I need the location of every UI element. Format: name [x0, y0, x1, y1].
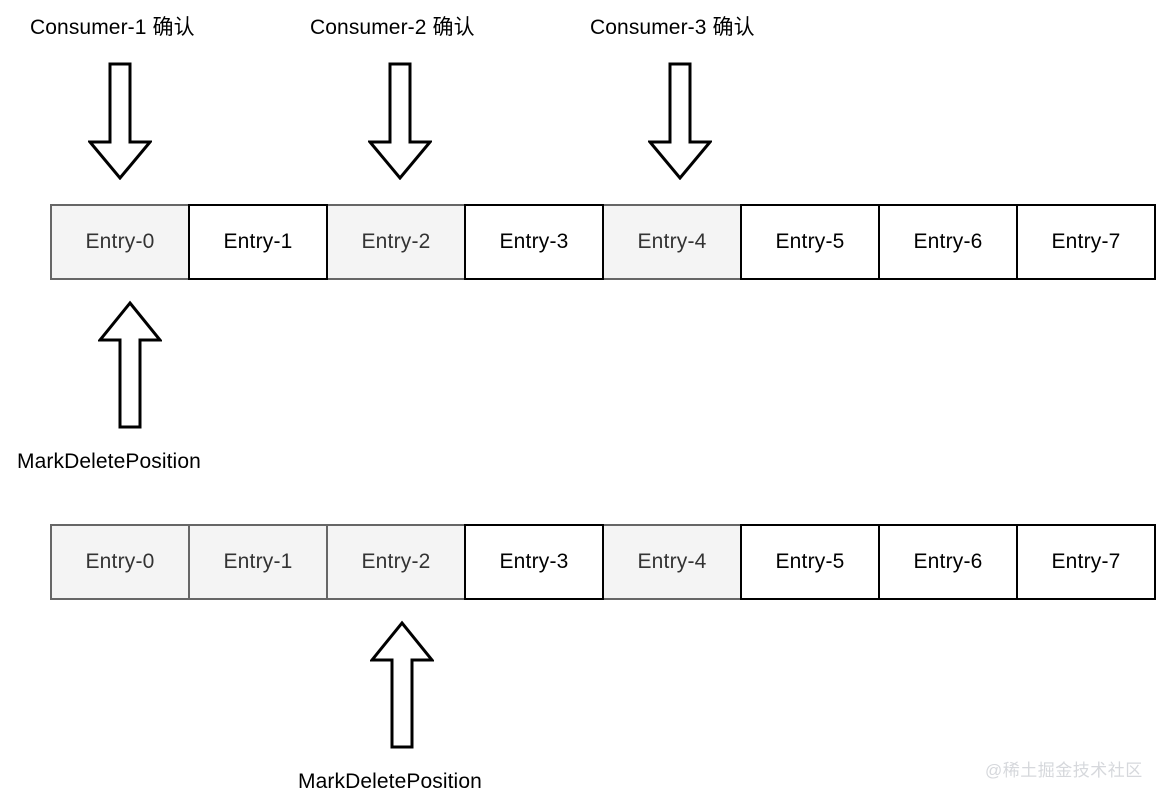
entry-cell-top-5[interactable]: Entry-5 [740, 204, 880, 280]
entry-cell-bottom-4[interactable]: Entry-4 [602, 524, 742, 600]
down-arrow-consumer-1 [88, 62, 152, 180]
watermark: @稀土掘金技术社区 [985, 761, 1143, 780]
entry-cell-bottom-6[interactable]: Entry-6 [878, 524, 1018, 600]
entry-cell-top-1[interactable]: Entry-1 [188, 204, 328, 280]
entry-cell-top-2[interactable]: Entry-2 [326, 204, 466, 280]
entry-cell-bottom-0[interactable]: Entry-0 [50, 524, 190, 600]
entry-cell-bottom-3[interactable]: Entry-3 [464, 524, 604, 600]
consumer-3-ack-label: Consumer-3 确认 [590, 16, 755, 39]
entry-cell-bottom-2[interactable]: Entry-2 [326, 524, 466, 600]
entry-row-bottom: Entry-0 Entry-1 Entry-2 Entry-3 Entry-4 … [50, 524, 1156, 600]
entry-row-top: Entry-0 Entry-1 Entry-2 Entry-3 Entry-4 … [50, 204, 1156, 280]
markdelete-position-label-top: MarkDeletePosition [17, 450, 201, 473]
down-arrow-consumer-3 [648, 62, 712, 180]
entry-cell-bottom-1[interactable]: Entry-1 [188, 524, 328, 600]
entry-cell-top-4[interactable]: Entry-4 [602, 204, 742, 280]
up-arrow-markdelete-bottom [370, 620, 434, 750]
consumer-1-ack-label: Consumer-1 确认 [30, 16, 195, 39]
entry-cell-top-7[interactable]: Entry-7 [1016, 204, 1156, 280]
entry-cell-top-6[interactable]: Entry-6 [878, 204, 1018, 280]
entry-cell-bottom-7[interactable]: Entry-7 [1016, 524, 1156, 600]
entry-cell-top-3[interactable]: Entry-3 [464, 204, 604, 280]
entry-cell-bottom-5[interactable]: Entry-5 [740, 524, 880, 600]
consumer-2-ack-label: Consumer-2 确认 [310, 16, 475, 39]
markdelete-position-label-bottom: MarkDeletePosition [298, 770, 482, 793]
entry-cell-top-0[interactable]: Entry-0 [50, 204, 190, 280]
up-arrow-markdelete-top [98, 300, 162, 430]
down-arrow-consumer-2 [368, 62, 432, 180]
